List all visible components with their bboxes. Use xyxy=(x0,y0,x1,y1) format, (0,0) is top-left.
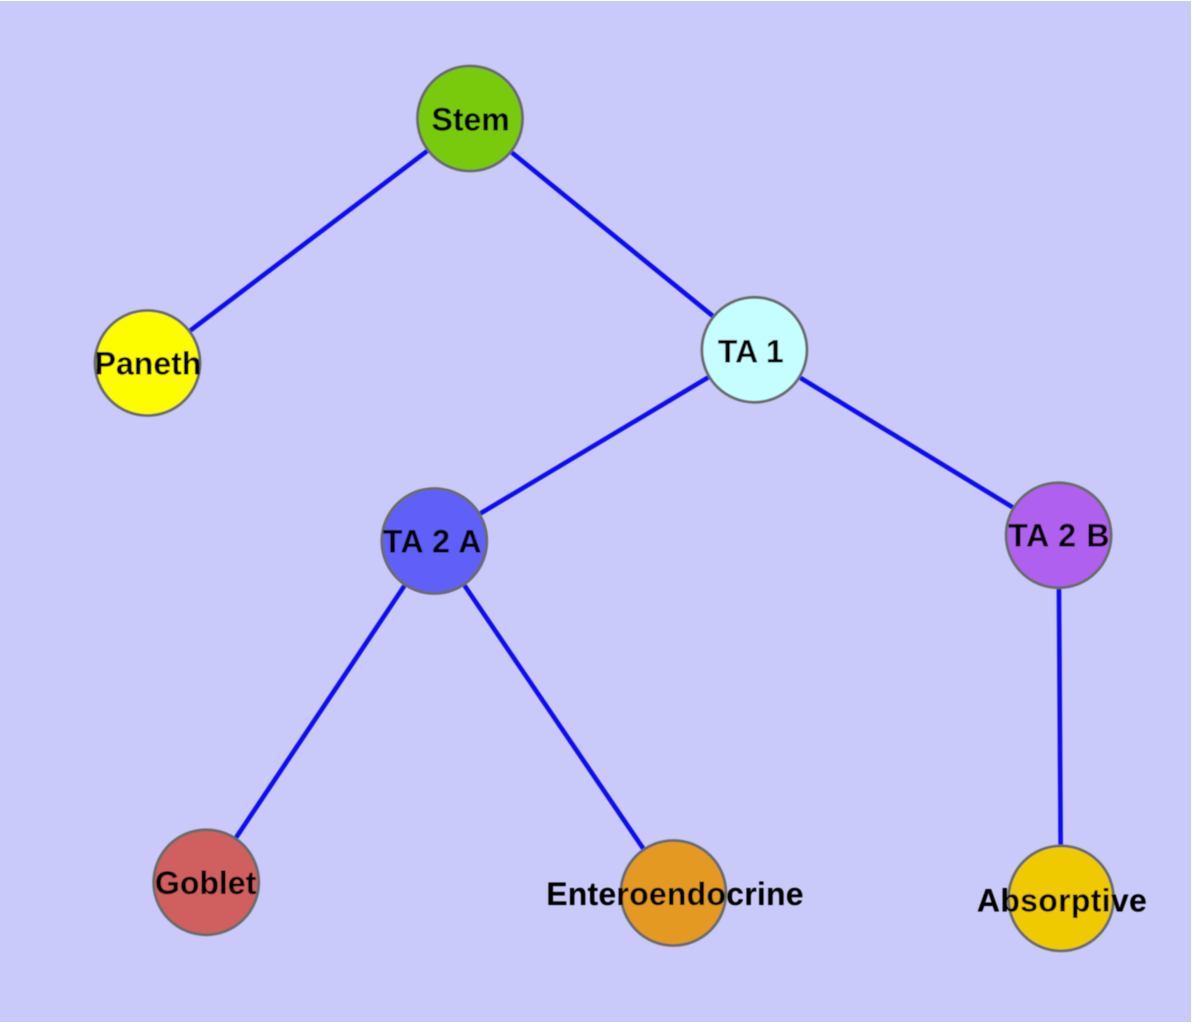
svg-text:Goblet: Goblet xyxy=(155,865,257,901)
svg-text:Enteroendocrine: Enteroendocrine xyxy=(546,876,804,912)
svg-text:Stem: Stem xyxy=(431,102,509,138)
svg-text:Paneth: Paneth xyxy=(95,346,202,382)
svg-text:TA 2 B: TA 2 B xyxy=(1008,518,1110,554)
svg-text:TA 1: TA 1 xyxy=(718,334,784,370)
svg-text:Absorptive: Absorptive xyxy=(977,882,1147,918)
svg-text:TA 2 A: TA 2 A xyxy=(383,524,482,560)
